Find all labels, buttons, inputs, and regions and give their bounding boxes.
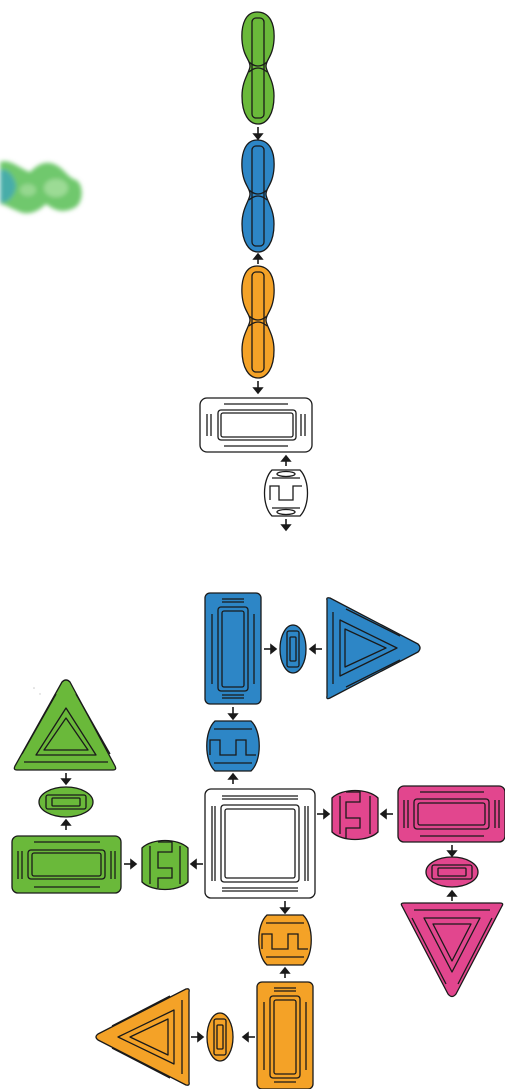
- green-clip-connector: [142, 841, 188, 890]
- pink-clip-connector: [332, 791, 378, 840]
- white-square-tile: [205, 789, 315, 898]
- arrow-down-icon: [229, 707, 237, 719]
- arrow-right-icon: [317, 810, 329, 818]
- orange-small-oval-connector: [207, 1013, 233, 1061]
- arrow-left-icon: [243, 1033, 255, 1041]
- top-white-rectangle-tile: [200, 398, 312, 452]
- arrow-right-icon: [264, 645, 276, 653]
- arrow-down-icon: [281, 901, 289, 913]
- orange-triangle-tile: [96, 989, 189, 1085]
- arrow-right-icon: [191, 1033, 203, 1041]
- orange-rectangle-tile: [257, 982, 313, 1089]
- arrow-up-icon: [448, 891, 456, 901]
- arrow-left-icon: [381, 810, 393, 818]
- arrow-up-icon: [229, 774, 237, 784]
- blue-rectangle-tile: [205, 593, 261, 704]
- top-white-clip-connector: [265, 470, 308, 516]
- arrow-up-icon: [282, 456, 290, 466]
- blue-triangle-tile: [327, 598, 420, 699]
- pink-oval-connector: [426, 857, 478, 887]
- blue-clip-connector: [207, 721, 260, 771]
- arrow-left-icon: [191, 860, 203, 868]
- green-oval-connector: [39, 787, 93, 817]
- top-green-double-connector: [242, 12, 274, 124]
- top-blue-double-connector: [242, 140, 274, 252]
- arrow-down-icon: [282, 519, 290, 530]
- pink-rectangle-tile: [398, 786, 505, 842]
- arrow-down-icon: [448, 845, 456, 856]
- arrow-up-icon: [254, 254, 262, 264]
- arrow-down-icon: [254, 381, 262, 393]
- blue-small-oval-connector: [280, 625, 306, 673]
- arrow-right-icon: [124, 860, 136, 868]
- orange-clip-connector: [259, 915, 312, 965]
- green-triangle-tile: [14, 680, 115, 770]
- decorative-specks: [33, 687, 41, 695]
- arrow-down-icon: [254, 127, 262, 139]
- blurred-green-connector: [0, 161, 82, 213]
- arrow-left-icon: [310, 645, 322, 653]
- top-orange-double-connector: [242, 266, 274, 378]
- arrow-up-icon: [62, 820, 70, 830]
- arrow-up-icon: [281, 968, 289, 978]
- pink-triangle-tile: [401, 903, 502, 997]
- green-rectangle-tile: [12, 836, 121, 893]
- arrow-down-icon: [62, 773, 70, 784]
